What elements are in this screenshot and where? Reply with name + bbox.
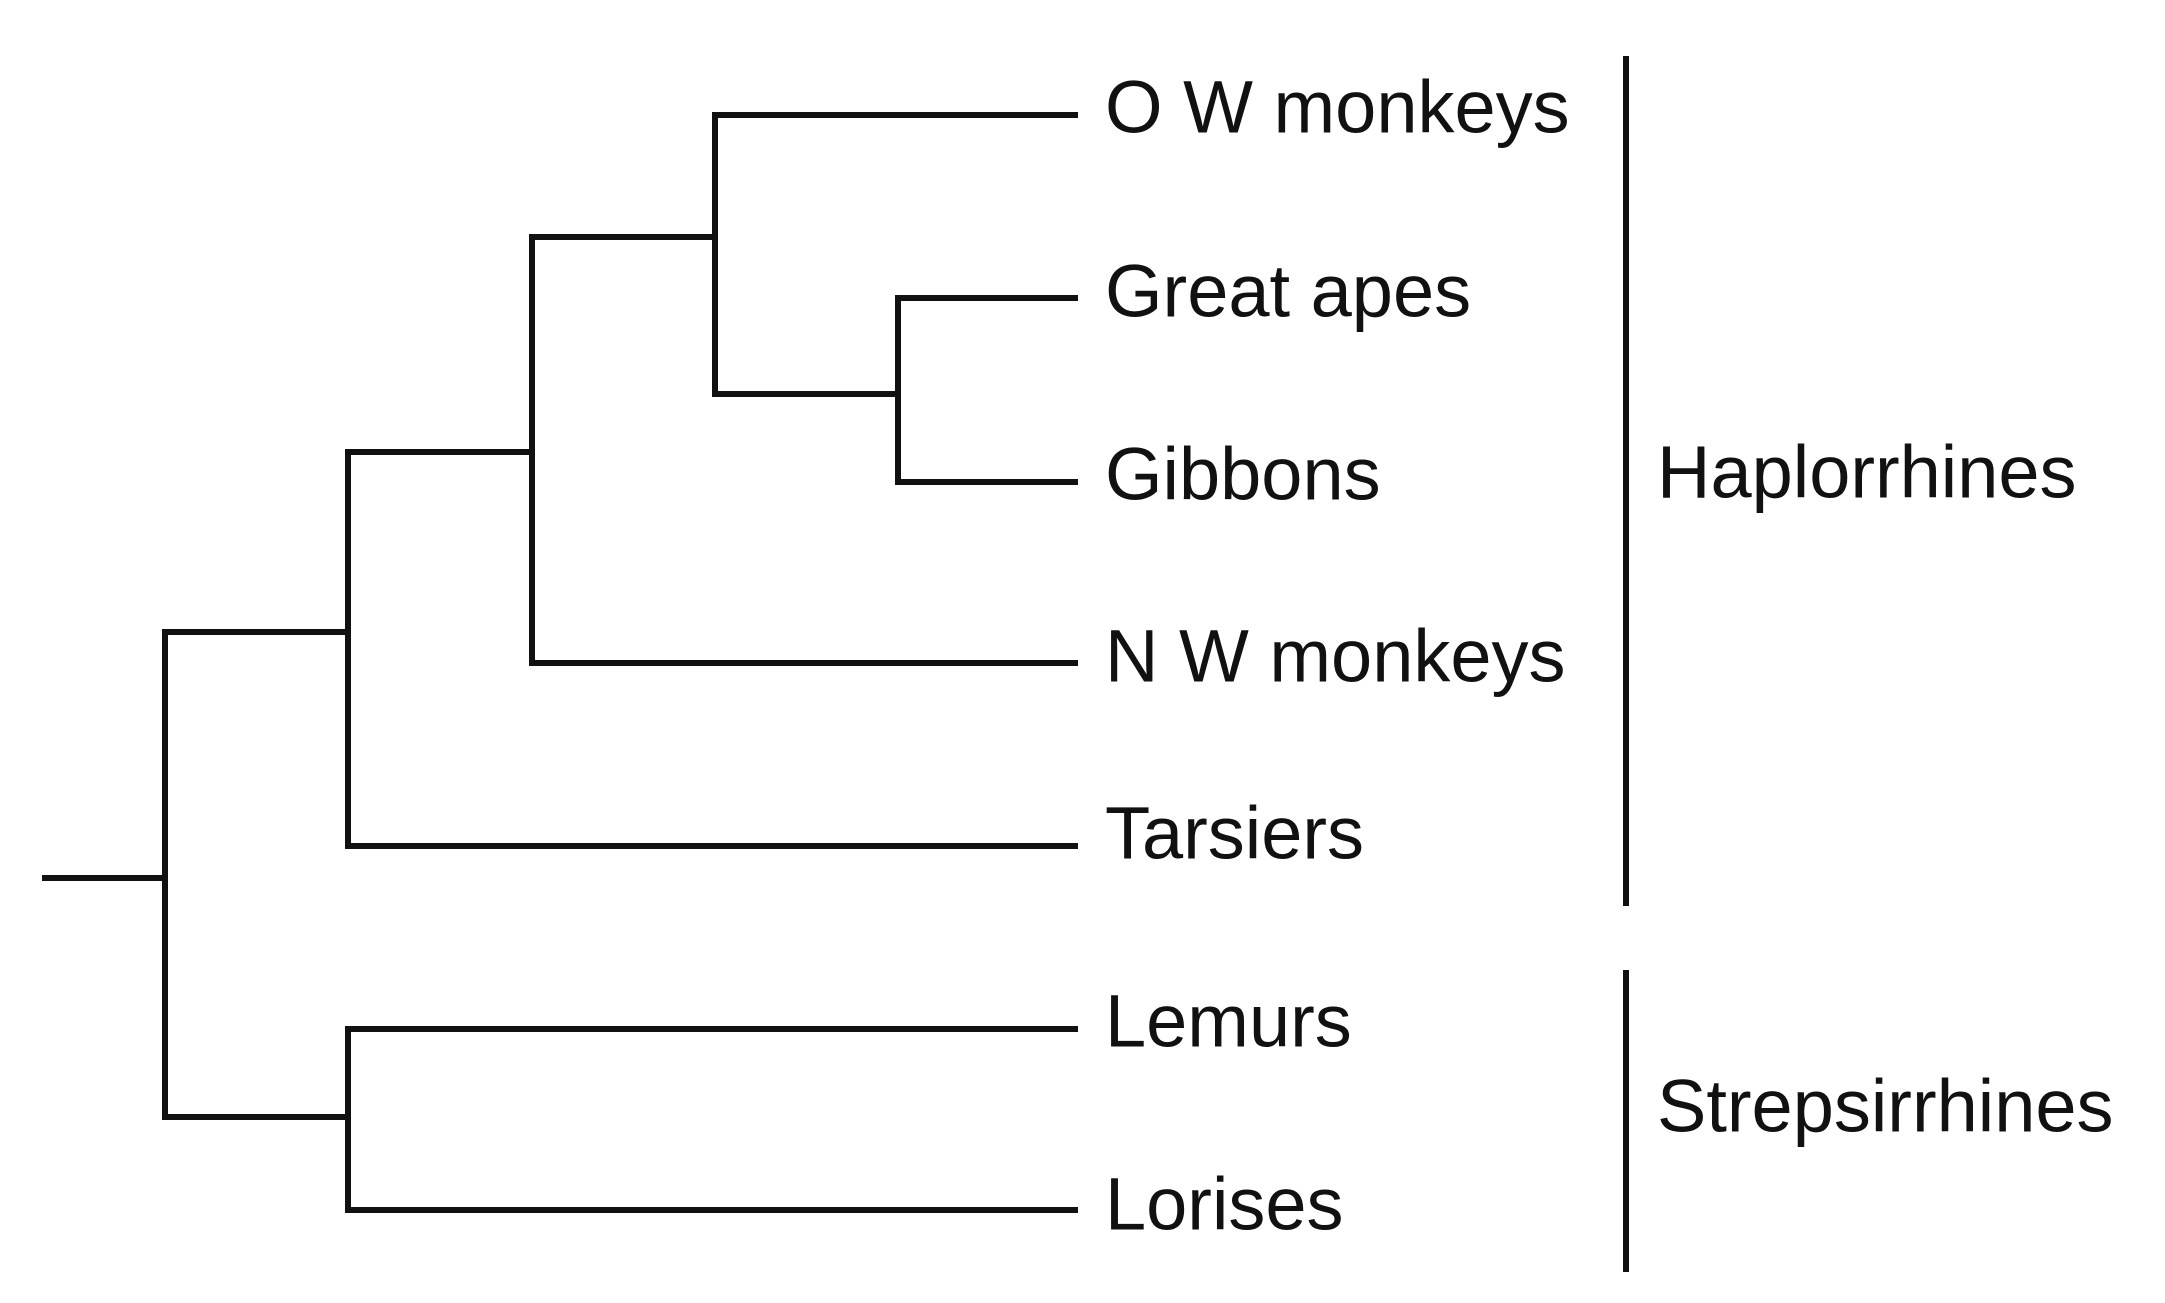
catarrhine-node-branch xyxy=(712,112,1078,397)
leaf-labels: O W monkeys Great apes Gibbons N W monke… xyxy=(1105,66,1570,1246)
group-label-haplorrhines: Haplorrhines xyxy=(1657,431,2077,514)
leaf-label-lorises: Lorises xyxy=(1105,1163,1344,1246)
leaf-label-great-apes: Great apes xyxy=(1105,250,1471,333)
root-node-branch xyxy=(162,629,348,1120)
group-label-strepsirrhines: Strepsirrhines xyxy=(1657,1065,2114,1148)
leaf-label-gibbons: Gibbons xyxy=(1105,433,1381,516)
group-brackets: Haplorrhines Strepsirrhines xyxy=(1623,56,2114,1272)
leaf-label-nw-monkeys: N W monkeys xyxy=(1105,615,1566,698)
leaf-label-tarsiers: Tarsiers xyxy=(1105,792,1364,875)
strepsirrhine-node-branch xyxy=(345,1026,1078,1213)
leaf-label-lemurs: Lemurs xyxy=(1105,980,1352,1063)
branches xyxy=(42,112,1078,1213)
hominoid-node-branch xyxy=(895,295,1078,485)
anthropoid-node-branch xyxy=(529,234,1078,666)
haplorrhine-node-branch xyxy=(345,449,1078,849)
leaf-label-ow-monkeys: O W monkeys xyxy=(1105,66,1570,149)
